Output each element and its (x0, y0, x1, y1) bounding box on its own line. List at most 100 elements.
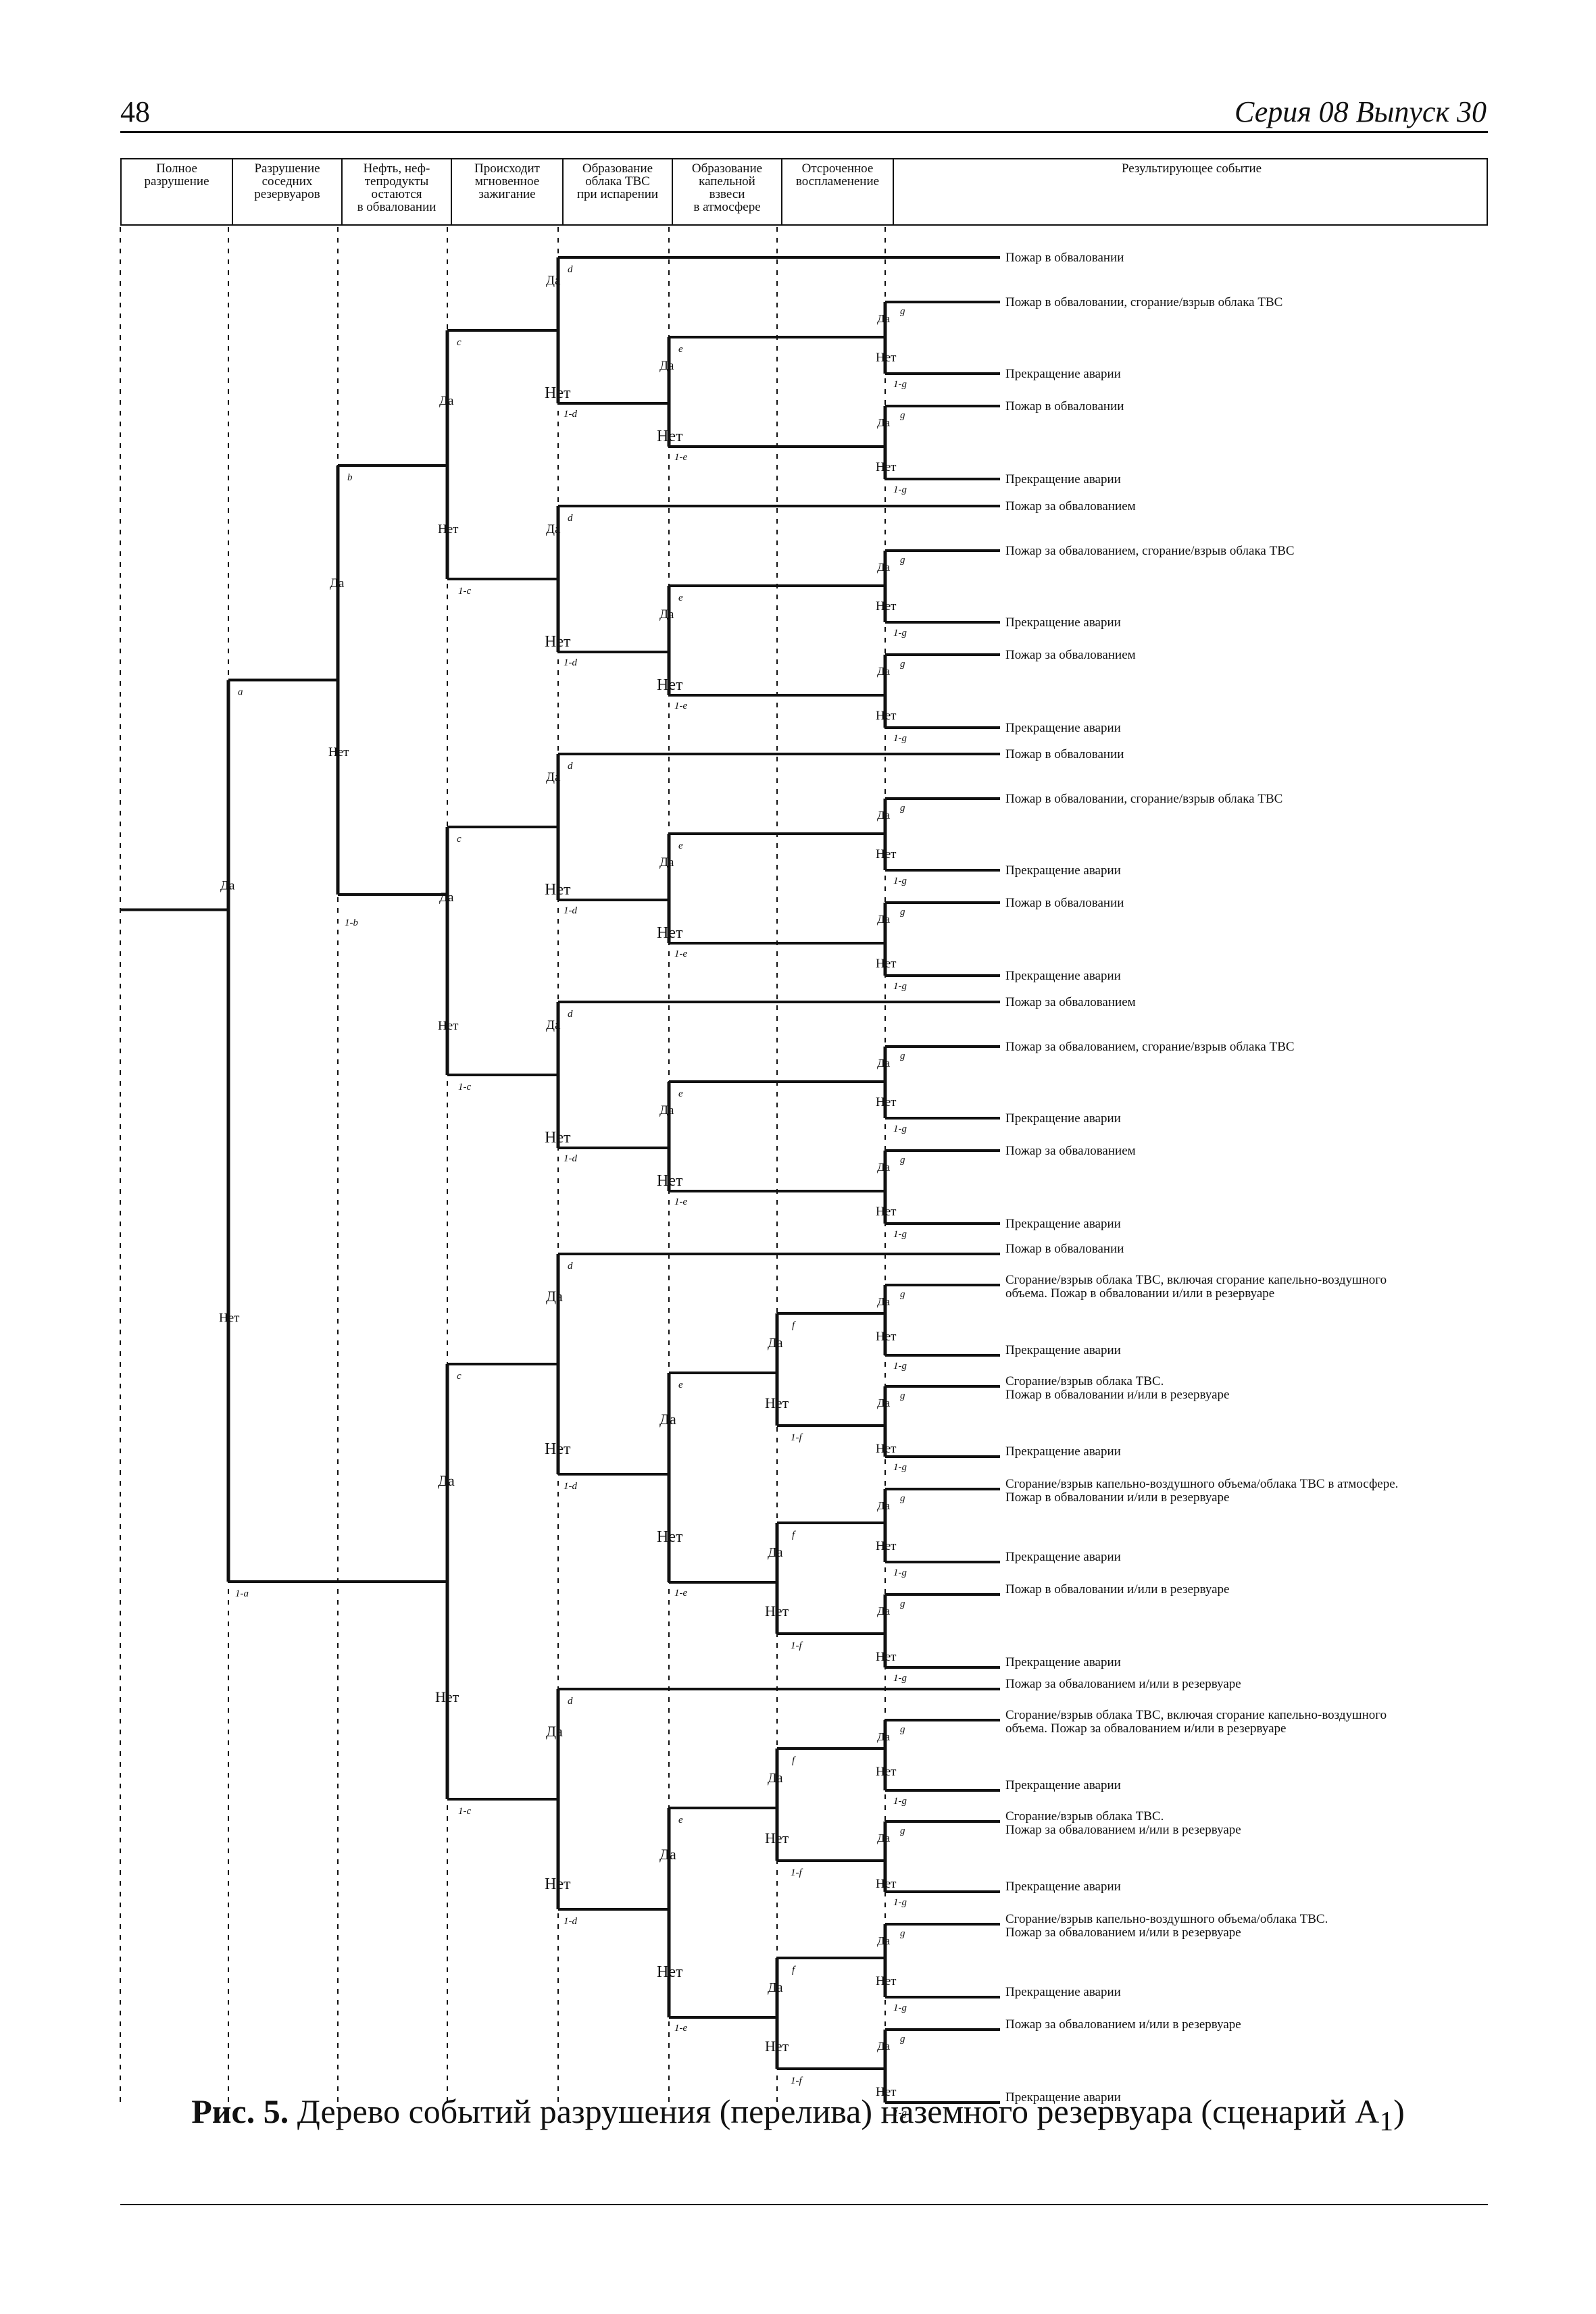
outcome-s3-2: Прекращение аварии (1005, 1111, 1121, 1126)
outcome-k0-7: Пожар в обваловании и/или в резервуаре (1005, 1582, 1229, 1596)
prob-not-g-s0-1: 1-g (893, 484, 907, 495)
figure-subscript: 1 (1379, 2106, 1394, 2137)
label-yes-g-k1-0: Да (877, 1730, 891, 1743)
label-no-a: Нет (219, 1311, 240, 1326)
label-yes-f-k0-0: Да (768, 1336, 783, 1351)
top-rule (120, 131, 1488, 133)
outcome-s1-3: Пожар за обвалованием (1005, 648, 1136, 662)
label-yes-e-k0: Да (659, 1411, 676, 1428)
label-yes-g-s3-1: Да (877, 1161, 891, 1174)
prob-not-d-k1: 1-d (564, 1916, 577, 1927)
label-no-g-k0-1: Нет (876, 1442, 897, 1456)
outcome-k1-7: Пожар за обвалованием и/или в резервуаре (1005, 2017, 1241, 2032)
outcome-k0-8: Прекращение аварии (1005, 1655, 1121, 1669)
prob-g-k1-3: g (900, 2034, 905, 2044)
label-no-d-s0: Нет (545, 384, 571, 402)
prob-e-k1: e (678, 1815, 683, 1826)
label-no-c-b-yes: Нет (438, 522, 459, 536)
prob-g-k1-1: g (900, 1826, 905, 1836)
outcome-k1-5: Сгорание/взрыв капельно-воздушного объем… (1005, 1912, 1328, 1926)
label-yes-g-k0-2: Да (877, 1499, 891, 1512)
label-no-g-s1-0: Нет (876, 599, 897, 613)
outcome-k1-1: объема. Пожар за обвалованием и/или в ре… (1005, 1721, 1286, 1736)
outcome-k1-0: Пожар за обвалованием и/или в резервуаре (1005, 1677, 1241, 1691)
prob-d-s3: d (568, 1009, 573, 1020)
label-no-g-s0-1: Нет (876, 460, 897, 474)
prob-g-s0-0: g (900, 306, 905, 317)
prob-not-c-complex: 1-c (458, 1806, 471, 1817)
prob-e-s2: e (678, 840, 683, 851)
prob-not-e-s1: 1-e (674, 701, 687, 711)
prob-not-c-b-yes: 1-c (458, 586, 471, 597)
outcome-s2-3: Пожар в обваловании (1005, 896, 1124, 910)
label-yes-g-s1-0: Да (877, 561, 891, 574)
label-yes-e-s2: Да (659, 855, 674, 870)
prob-d-s1: d (568, 513, 573, 524)
label-yes-g-s3-0: Да (877, 1057, 891, 1070)
outcome-s2-0: Пожар в обваловании (1005, 747, 1124, 761)
prob-g-s0-1: g (900, 410, 905, 421)
outcome-s0-4: Прекращение аварии (1005, 472, 1121, 486)
label-no-d-k1: Нет (545, 1876, 571, 1893)
prob-not-a: 1-a (235, 1588, 249, 1599)
prob-g-k0-0: g (900, 1289, 905, 1300)
prob-not-b: 1-b (345, 917, 358, 928)
prob-f-k1-0: f (792, 1755, 796, 1766)
label-no-e-s3: Нет (657, 1172, 683, 1190)
prob-g-k1-2: g (900, 1928, 905, 1939)
label-yes-d-s1: Да (546, 522, 561, 536)
prob-d-k1: d (568, 1696, 573, 1707)
label-no-e-k0: Нет (657, 1528, 683, 1546)
label-yes-d-s2: Да (546, 770, 561, 784)
series-title: Серия 08 Выпуск 30 (1235, 95, 1487, 128)
prob-d-k0: d (568, 1261, 573, 1272)
prob-g-s2-0: g (900, 803, 905, 813)
prob-d-s0: d (568, 264, 573, 275)
header-oil-in-bund: Нефть, неф- тепродукты остаются в обвало… (343, 159, 452, 224)
outcome-s2-2: Прекращение аварии (1005, 863, 1121, 878)
prob-not-d-s1: 1-d (564, 657, 577, 668)
label-no-b: Нет (328, 745, 349, 759)
label-no-e-s1: Нет (657, 676, 683, 694)
outcome-k0-1: объема. Пожар в обваловании и/или в резе… (1005, 1286, 1274, 1301)
label-yes-g-k0-1: Да (877, 1397, 891, 1409)
prob-c-b-yes: c (457, 337, 462, 348)
figure-number: Рис. 5. (191, 2092, 289, 2130)
label-yes-a: Да (220, 879, 235, 893)
outcome-k1-6: Прекращение аварии (1005, 1985, 1121, 1999)
label-no-g-k0-0: Нет (876, 1330, 897, 1344)
bottom-rule (120, 2204, 1488, 2205)
label-yes-g-k0-3: Да (877, 1605, 891, 1617)
prob-not-g-s1-1: 1-g (893, 733, 907, 744)
label-no-g-k0-3: Нет (876, 1650, 897, 1664)
prob-c-b-no: c (457, 834, 462, 845)
prob-not-e-s0: 1-e (674, 452, 687, 463)
prob-not-g-s3-0: 1-g (893, 1124, 907, 1134)
prob-not-f-k0-0: 1-f (791, 1432, 803, 1443)
header-droplet-suspension: Образование капельной взвеси в атмосфере (673, 159, 782, 224)
prob-not-g-k1-2: 1-g (893, 2003, 907, 2013)
prob-e-s3: e (678, 1088, 683, 1099)
label-no-d-k0: Нет (545, 1440, 571, 1458)
prob-c-complex: c (457, 1371, 462, 1382)
label-no-g-k0-2: Нет (876, 1539, 897, 1553)
outcome-k1-4: Прекращение аварии (1005, 1880, 1121, 1894)
prob-not-g-k0-2: 1-g (893, 1567, 907, 1578)
outcome-s3-4: Прекращение аварии (1005, 1217, 1121, 1231)
label-yes-g-k1-1: Да (877, 1832, 891, 1844)
prob-e-s0: e (678, 344, 683, 355)
outcome-s1-1: Пожар за обвалованием, сгорание/взрыв об… (1005, 544, 1295, 558)
label-no-c-complex: Нет (435, 1688, 459, 1705)
prob-not-g-s0-0: 1-g (893, 379, 907, 390)
outcome-s1-2: Прекращение аварии (1005, 615, 1121, 630)
label-no-g-k1-2: Нет (876, 1974, 897, 1988)
prob-not-e-s3: 1-e (674, 1197, 687, 1207)
prob-not-c-b-no: 1-c (458, 1082, 471, 1092)
label-no-g-k1-1: Нет (876, 1877, 897, 1891)
label-no-e-s0: Нет (657, 428, 683, 445)
label-no-g-k1-0: Нет (876, 1765, 897, 1779)
outcome-k1-3: Пожар за обвалованием и/или в резервуаре (1005, 1823, 1241, 1837)
outcome-s3-3: Пожар за обвалованием (1005, 1144, 1136, 1158)
prob-not-g-s3-1: 1-g (893, 1229, 907, 1240)
prob-not-g-k1-0: 1-g (893, 1796, 907, 1807)
